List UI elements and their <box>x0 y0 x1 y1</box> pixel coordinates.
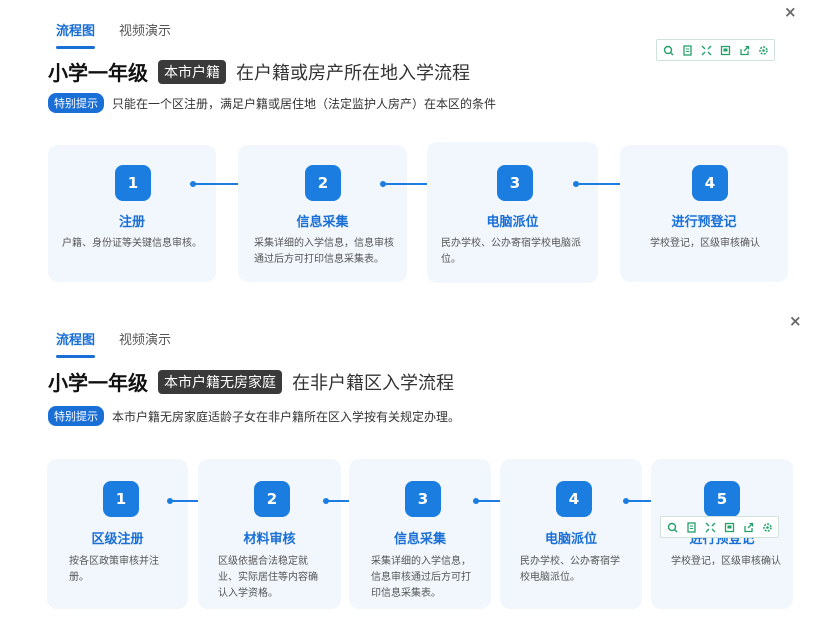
notice: 特别提示 本市户籍无房家庭适龄子女在非户籍所在区入学按有关规定办理。 <box>48 406 460 426</box>
flow-panel-1: 流程图 视频演示 × 小学一年级 本市户籍 在户籍或房产所在地入学流程 特别提示… <box>0 0 837 310</box>
step-card-material-review: 2 材料审核 区级依据合法稳定就业、实际居住等内容确认入学资格。 <box>198 459 341 609</box>
toolbar <box>660 516 779 538</box>
step-description: 学校登记，区级审核确认 <box>671 556 781 567</box>
hukou-badge: 本市户籍无房家庭 <box>158 369 282 394</box>
step-card-lottery: 4 电脑派位 民办学校、公办寄宿学校电脑派位。 <box>500 459 642 609</box>
step-number: 1 <box>103 481 139 517</box>
share-icon[interactable] <box>736 42 752 58</box>
step-card-district-register: 1 区级注册 按各区政策审核并注册。 <box>47 459 188 609</box>
notice-text: 只能在一个区注册，满足户籍或居住地（法定监护人房产）在本区的条件 <box>112 96 497 111</box>
step-number: 5 <box>704 481 740 517</box>
tab-video-demo[interactable]: 视频演示 <box>119 24 172 39</box>
settings-icon[interactable] <box>759 519 775 535</box>
step-description: 采集详细的入学信息，信息审核通过后方可打印信息采集表。 <box>254 238 394 265</box>
step-title: 材料审核 <box>243 532 296 547</box>
tab-video-demo[interactable]: 视频演示 <box>119 333 172 348</box>
image-save-icon[interactable] <box>717 42 733 58</box>
step-title: 注册 <box>118 215 145 230</box>
step-card-pre-register: 4 进行预登记 学校登记，区级审核确认 <box>620 145 788 282</box>
notice-text: 本市户籍无房家庭适龄子女在非户籍所在区入学按有关规定办理。 <box>112 409 461 424</box>
step-description: 民办学校、公办寄宿学校电脑派位。 <box>441 238 581 265</box>
flow-title: 在户籍或房产所在地入学流程 <box>236 62 470 84</box>
step-title: 电脑派位 <box>486 215 539 230</box>
step-number: 4 <box>556 481 592 517</box>
step-title: 信息采集 <box>296 215 349 230</box>
step-card-lottery: 3 电脑派位 民办学校、公办寄宿学校电脑派位。 <box>427 142 598 283</box>
step-description: 户籍、身份证等关键信息审核。 <box>62 238 202 249</box>
tab-flowchart[interactable]: 流程图 <box>56 329 96 358</box>
step-number: 2 <box>254 481 290 517</box>
step-description: 按各区政策审核并注册。 <box>69 556 159 583</box>
headline: 小学一年级 本市户籍无房家庭 在非户籍区入学流程 <box>48 367 454 396</box>
grade-title: 小学一年级 <box>48 371 148 395</box>
fullscreen-icon[interactable] <box>702 519 718 535</box>
close-icon[interactable]: × <box>784 3 797 21</box>
step-number: 1 <box>115 165 151 201</box>
flow-title: 在非户籍区入学流程 <box>292 372 454 394</box>
tab-bar: 流程图 视频演示 <box>56 20 172 49</box>
step-description: 学校登记，区级审核确认 <box>650 238 760 249</box>
share-icon[interactable] <box>740 519 756 535</box>
document-icon[interactable] <box>683 519 699 535</box>
tab-flowchart[interactable]: 流程图 <box>56 20 96 49</box>
fullscreen-icon[interactable] <box>698 42 714 58</box>
step-number: 4 <box>692 165 728 201</box>
headline: 小学一年级 本市户籍 在户籍或房产所在地入学流程 <box>48 57 470 86</box>
image-save-icon[interactable] <box>721 519 737 535</box>
step-title: 区级注册 <box>91 532 144 547</box>
step-number: 3 <box>405 481 441 517</box>
hukou-badge: 本市户籍 <box>158 59 226 84</box>
step-title: 进行预登记 <box>671 215 737 230</box>
notice-badge: 特别提示 <box>48 93 104 113</box>
step-description: 采集详细的入学信息，信息审核通过后方可打印信息采集表。 <box>371 556 471 599</box>
toolbar <box>656 39 775 61</box>
step-number: 3 <box>497 165 533 201</box>
document-icon[interactable] <box>679 42 695 58</box>
step-title: 信息采集 <box>393 532 446 547</box>
settings-icon[interactable] <box>755 42 771 58</box>
notice-badge: 特别提示 <box>48 406 104 426</box>
step-card-info-collect: 2 信息采集 采集详细的入学信息，信息审核通过后方可打印信息采集表。 <box>238 145 407 282</box>
step-card-register: 1 注册 户籍、身份证等关键信息审核。 <box>48 145 216 282</box>
zoom-in-icon[interactable] <box>664 519 680 535</box>
step-description: 区级依据合法稳定就业、实际居住等内容确认入学资格。 <box>218 556 318 599</box>
step-card-info-collect: 3 信息采集 采集详细的入学信息，信息审核通过后方可打印信息采集表。 <box>349 459 491 609</box>
zoom-in-icon[interactable] <box>660 42 676 58</box>
step-description: 民办学校、公办寄宿学校电脑派位。 <box>520 556 620 583</box>
step-title: 电脑派位 <box>544 532 597 547</box>
grade-title: 小学一年级 <box>48 61 148 85</box>
notice: 特别提示 只能在一个区注册，满足户籍或居住地（法定监护人房产）在本区的条件 <box>48 93 496 113</box>
flow-panel-2: 流程图 视频演示 × 小学一年级 本市户籍无房家庭 在非户籍区入学流程 特别提示… <box>0 312 837 636</box>
close-icon[interactable]: × <box>789 312 802 330</box>
tab-bar: 流程图 视频演示 <box>56 329 172 358</box>
step-number: 2 <box>305 165 341 201</box>
